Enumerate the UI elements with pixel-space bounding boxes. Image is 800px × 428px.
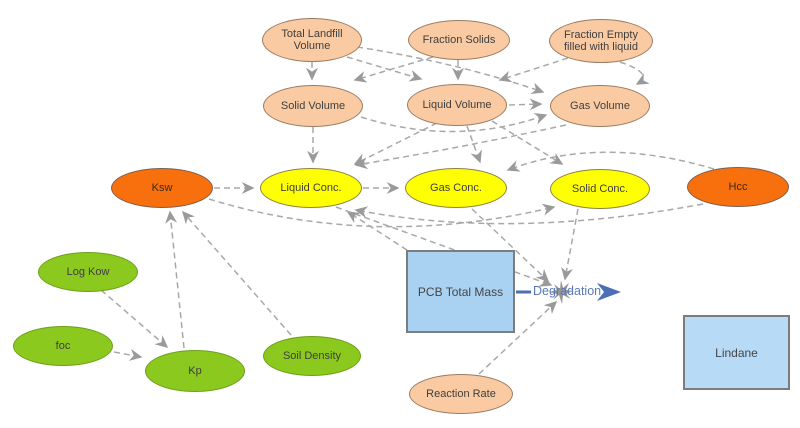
node-label: Total Landfill Volume bbox=[281, 27, 343, 52]
stock-label: Lindane bbox=[715, 345, 758, 360]
node-label: Fraction Solids bbox=[422, 33, 496, 46]
node-label: foc bbox=[55, 339, 71, 352]
node-label: Soil Density bbox=[282, 349, 342, 362]
converging-arrowheads-starburst-icon bbox=[549, 280, 573, 304]
node-label: Log Kow bbox=[66, 265, 110, 278]
node-solid-volume[interactable]: Solid Volume bbox=[263, 85, 363, 127]
stock-label: PCB Total Mass bbox=[417, 284, 504, 299]
stock-pcb-total-mass[interactable]: PCB Total Mass bbox=[406, 250, 515, 333]
stock-lindane[interactable]: Lindane bbox=[683, 315, 790, 390]
node-solid-conc[interactable]: Solid Conc. bbox=[550, 169, 650, 209]
node-kp[interactable]: Kp bbox=[145, 350, 245, 392]
node-ksw[interactable]: Ksw bbox=[111, 168, 213, 208]
node-label: Kp bbox=[188, 364, 202, 377]
node-label: Reaction Rate bbox=[426, 387, 496, 400]
node-log-kow[interactable]: Log Kow bbox=[38, 252, 138, 292]
node-label: Ksw bbox=[151, 181, 173, 194]
node-fraction-empty-filled-with-liquid[interactable]: Fraction Empty filled with liquid bbox=[549, 19, 653, 63]
influence-arrow-group bbox=[100, 46, 715, 375]
node-label: Solid Volume bbox=[280, 99, 346, 112]
node-gas-volume[interactable]: Gas Volume bbox=[550, 85, 650, 127]
node-label: Gas Conc. bbox=[430, 181, 482, 194]
node-label: Liquid Conc. bbox=[280, 181, 342, 194]
degradation-flow-graphic bbox=[516, 280, 621, 304]
node-liquid-conc[interactable]: Liquid Conc. bbox=[260, 168, 362, 208]
node-reaction-rate[interactable]: Reaction Rate bbox=[409, 374, 513, 414]
node-liquid-volume[interactable]: Liquid Volume bbox=[407, 84, 507, 126]
node-fraction-solids[interactable]: Fraction Solids bbox=[408, 20, 510, 60]
flow-arrowhead-icon bbox=[597, 283, 621, 301]
node-label: Gas Volume bbox=[570, 99, 630, 112]
node-label: Liquid Volume bbox=[422, 98, 492, 111]
node-gas-conc[interactable]: Gas Conc. bbox=[405, 168, 507, 208]
node-soil-density[interactable]: Soil Density bbox=[263, 336, 361, 376]
node-label: Solid Conc. bbox=[571, 182, 629, 195]
degradation-flow-label[interactable]: Degradation bbox=[533, 284, 602, 298]
node-total-landfill-volume[interactable]: Total Landfill Volume bbox=[262, 18, 362, 62]
node-label: Hcc bbox=[728, 180, 748, 193]
node-hcc[interactable]: Hcc bbox=[687, 167, 789, 207]
node-foc[interactable]: foc bbox=[13, 326, 113, 366]
node-label: Fraction Empty filled with liquid bbox=[564, 28, 638, 53]
